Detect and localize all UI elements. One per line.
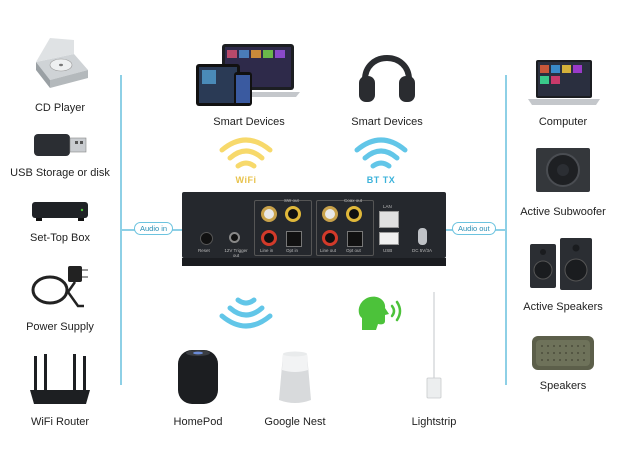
bt-tx-label: BT TX [366, 175, 396, 185]
trigger-label: 12V Trigger out [224, 248, 248, 258]
dc-power-port [418, 228, 427, 245]
rca-red-2 [322, 230, 338, 246]
opt-out-label: Opt out [346, 248, 361, 253]
speaker-bar-icon [530, 334, 596, 372]
laptop-icon [526, 58, 602, 108]
lightstrip-icon [424, 292, 444, 404]
output-label-active-speakers: Active Speakers [523, 301, 603, 313]
bottom-label-google-nest: Google Nest [264, 416, 326, 428]
io-panel-1 [254, 200, 312, 256]
source-label-wifi-router: WiFi Router [30, 416, 90, 428]
lan-label: LAN [383, 204, 392, 209]
power-supply-icon [28, 262, 92, 312]
source-label-set-top-box: Set-Top Box [30, 232, 90, 244]
opt-in-label: Opt in [286, 248, 299, 253]
rca-red-1 [261, 230, 277, 246]
subwoofer-icon [534, 146, 592, 194]
bottom-label-homepod: HomePod [173, 416, 223, 428]
wifi-waves-bottom-icon [219, 294, 273, 330]
rca-yellow-1 [285, 206, 301, 222]
router-icon [28, 352, 92, 408]
rca-white-1 [261, 206, 277, 222]
coax-out-label: Coax out [344, 198, 363, 203]
io-panel-2 [316, 200, 374, 256]
rca-yellow-2 [346, 206, 362, 222]
reset-label: Reset [198, 248, 210, 253]
bluetooth-waves-icon [354, 136, 408, 172]
source-label-power-supply: Power Supply [26, 321, 94, 333]
usb-label: USB [383, 248, 393, 253]
rca-white-2 [322, 206, 338, 222]
voice-control-icon [356, 292, 406, 332]
line-in-label: Line in [260, 248, 274, 253]
top-label-smart-devices-2: Smart Devices [351, 116, 423, 128]
optical-in-port [286, 231, 302, 247]
laptop-tablet-phone-icon [194, 42, 304, 112]
reset-button [200, 232, 213, 245]
cd-player-icon [28, 36, 92, 94]
set-top-box-icon [30, 200, 90, 222]
top-label-smart-devices-1: Smart Devices [213, 116, 285, 128]
wifi-label: WiFi [235, 175, 257, 185]
usb-port [379, 232, 399, 245]
device-body [182, 192, 446, 258]
bookshelf-speakers-icon [528, 236, 594, 292]
output-label-computer: Computer [538, 116, 588, 128]
source-label-cd-player: CD Player [34, 102, 86, 114]
line-out-label: Line out [320, 248, 337, 253]
homepod-icon [176, 346, 220, 406]
bottom-label-lightstrip: Lightstrip [411, 416, 457, 428]
trigger-jack [229, 232, 240, 243]
output-label-speakers: Speakers [539, 380, 587, 392]
device-base [182, 258, 446, 266]
lan-port [379, 211, 399, 228]
source-label-usb-storage: USB Storage or disk [10, 167, 110, 179]
dc-label: DC 5V/3A [412, 248, 433, 253]
streamer-device-rear: Reset 12V Trigger out SW out Line in Opt… [182, 192, 446, 272]
audio-in-badge: Audio in [134, 222, 174, 235]
audio-out-badge: Audio out [452, 222, 496, 235]
sw-out-label: SW out [284, 198, 299, 203]
usb-drive-icon [32, 132, 88, 158]
wifi-waves-icon [219, 136, 273, 172]
optical-out-port [347, 231, 363, 247]
google-nest-icon [275, 348, 315, 406]
output-label-active-subwoofer: Active Subwoofer [520, 206, 606, 218]
headphones-icon [357, 40, 417, 108]
